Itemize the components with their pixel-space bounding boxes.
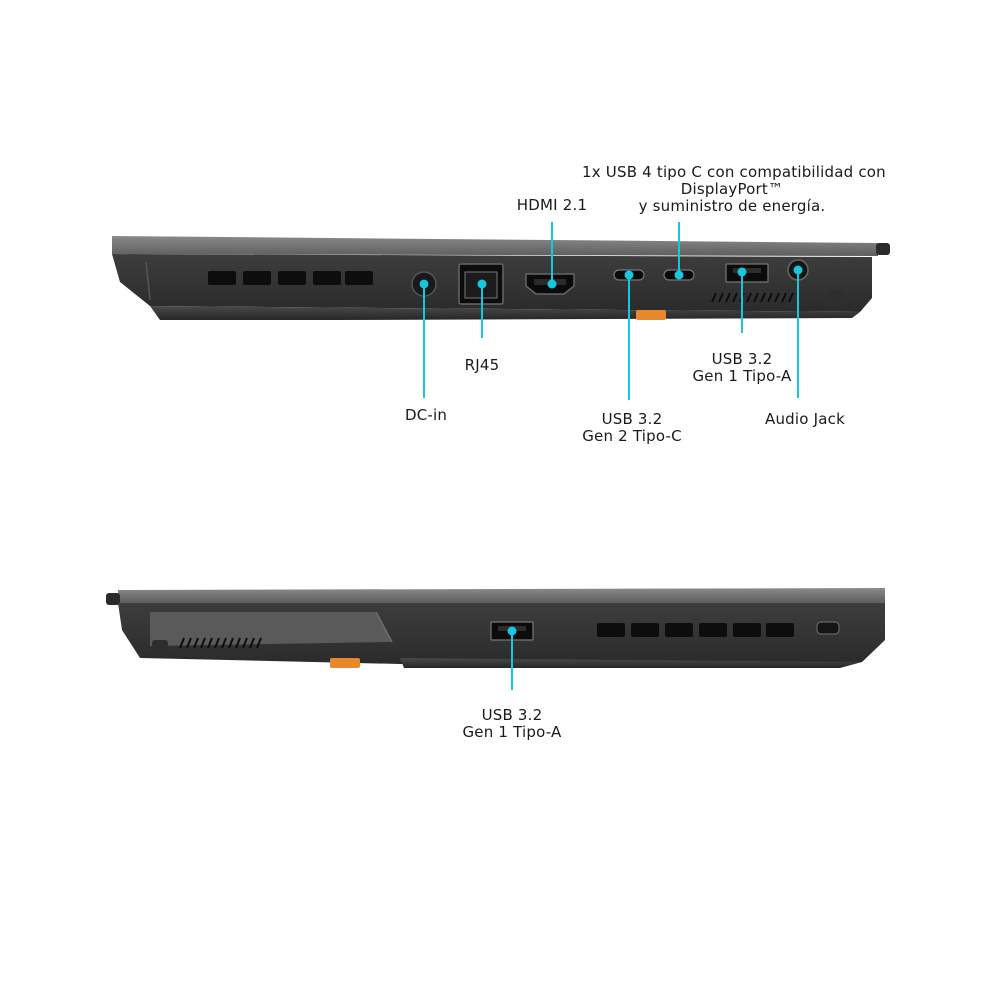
orange-tab <box>330 658 360 668</box>
vent-slot <box>631 623 659 637</box>
vent-grille-right-small <box>711 292 794 303</box>
hinge-pin <box>106 593 120 605</box>
label-rj45: RJ45 <box>450 357 514 374</box>
vent-slot <box>733 623 761 637</box>
callout-lines-bottom <box>507 626 517 690</box>
label-dcin-text: DC-in <box>404 406 448 424</box>
label-usbc-line1: USB 3.2 <box>601 410 663 428</box>
front-foot <box>152 640 168 656</box>
label-hdmi: HDMI 2.1 <box>502 197 602 214</box>
vent-grille-right <box>597 623 794 637</box>
label-usba-bottom: USB 3.2 Gen 1 Tipo-A <box>452 707 572 741</box>
label-usb4-line3: y suministro de energía. <box>638 197 826 215</box>
vent-slot <box>345 271 373 285</box>
label-usb4-line1: 1x USB 4 tipo C con compatibilidad con <box>582 163 886 181</box>
vent-slot <box>699 623 727 637</box>
hinge-pin <box>876 243 890 255</box>
vent-grille-left <box>208 271 373 285</box>
label-usb4-line2: DisplayPort™ <box>680 180 784 198</box>
vent-slot <box>597 623 625 637</box>
label-usba-bottom-line2: Gen 1 Tipo-A <box>462 723 562 741</box>
vent-slot <box>766 623 794 637</box>
laptop-right-side-view <box>106 588 885 690</box>
orange-tab <box>636 310 666 320</box>
label-usba-bottom-line1: USB 3.2 <box>481 706 543 724</box>
label-usba-top: USB 3.2 Gen 1 Tipo-A <box>682 351 802 385</box>
label-dcin: DC-in <box>386 407 466 424</box>
vent-slot <box>208 271 236 285</box>
vent-grille-small <box>179 637 262 649</box>
label-audio-text: Audio Jack <box>765 410 845 428</box>
label-audio: Audio Jack <box>750 411 860 428</box>
security-lock-slot <box>816 621 840 635</box>
callout-lines-top <box>419 222 803 400</box>
vent-slot <box>665 623 693 637</box>
label-usba-top-line2: Gen 1 Tipo-A <box>692 367 792 385</box>
laptop-lid <box>112 236 878 256</box>
vent-slot <box>243 271 271 285</box>
laptop-base <box>150 306 860 320</box>
label-usb4: 1x USB 4 tipo C con compatibilidad con D… <box>582 163 886 215</box>
laptop-base <box>400 658 862 668</box>
label-usbc-line2: Gen 2 Tipo-C <box>582 427 682 445</box>
label-usbc: USB 3.2 Gen 2 Tipo-C <box>572 411 692 445</box>
laptop-lid <box>118 588 885 603</box>
side-panel-light <box>150 612 392 646</box>
usb-a-port <box>725 263 769 283</box>
rear-foot <box>828 290 844 304</box>
label-hdmi-text: HDMI 2.1 <box>516 196 588 214</box>
vent-slot <box>313 271 341 285</box>
vent-slot <box>278 271 306 285</box>
label-usba-top-line1: USB 3.2 <box>711 350 773 368</box>
label-rj45-text: RJ45 <box>464 356 500 374</box>
